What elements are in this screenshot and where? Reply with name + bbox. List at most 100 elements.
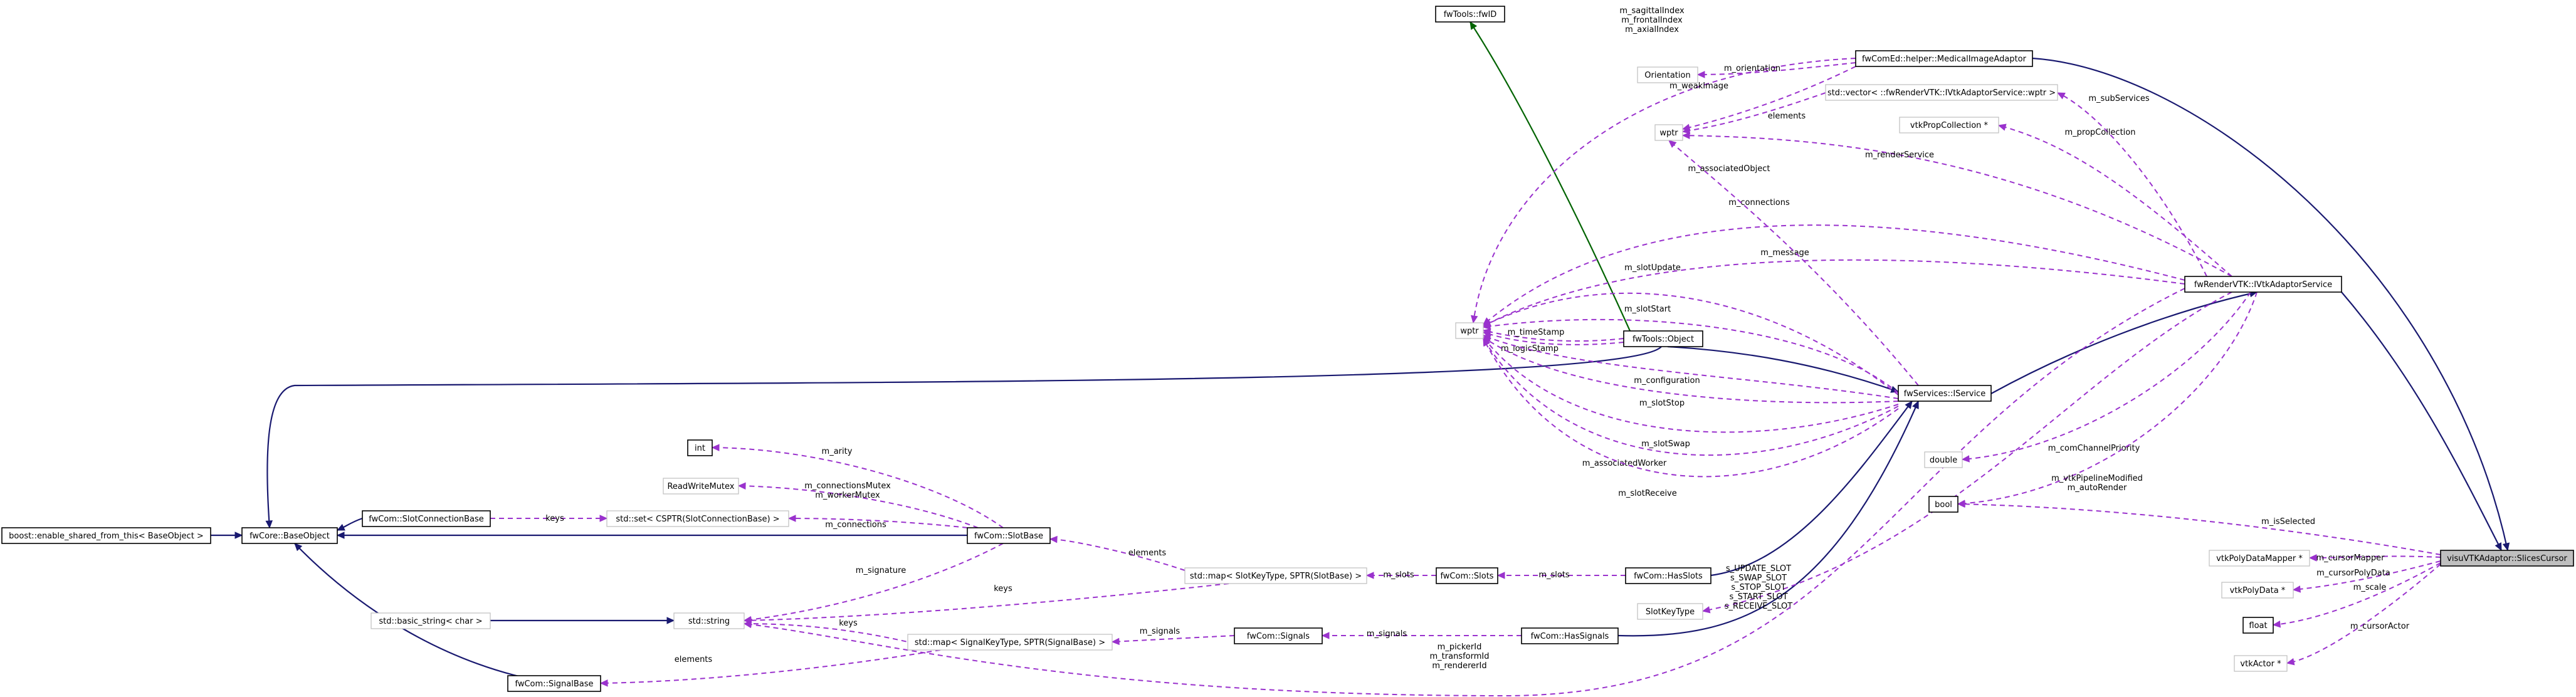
node-enable_shared[interactable]: boost::enable_shared_from_this< BaseObje…: [1, 527, 211, 544]
edge-arrowhead: [1496, 572, 1505, 579]
node-label: vtkPolyData *: [2230, 586, 2286, 595]
node-box: [1924, 451, 1963, 468]
edge-arrowhead: [2308, 554, 2317, 562]
edge-line: [600, 649, 941, 684]
node-Slots[interactable]: fwCom::Slots: [1436, 567, 1498, 584]
node-box: [1637, 66, 1698, 83]
edge-line: [1702, 291, 2232, 612]
node-vtkPolyDataMapper[interactable]: vtkPolyDataMapper *: [2209, 550, 2310, 567]
node-bool[interactable]: bool: [1928, 496, 1958, 513]
edge-wptr2-to-IVtkAdaptorService: m_renderService: [1681, 132, 2232, 277]
edge-wptr2-to-MedicalImageAdaptor: m_weakImage: [1669, 66, 1856, 131]
node-label: fwTools::fwID: [1444, 10, 1497, 19]
edge-arrowhead: [1681, 127, 1691, 134]
node-BaseObject[interactable]: fwCore::BaseObject: [241, 527, 338, 544]
edge-HasSlots-to-IService: [1710, 401, 1913, 577]
edge-label: elements: [675, 655, 713, 664]
edge-arrowhead: [2272, 621, 2281, 628]
node-ReadWriteMutex[interactable]: ReadWriteMutex: [663, 478, 739, 495]
node-SlotConnectionBase[interactable]: fwCom::SlotConnectionBase: [362, 510, 491, 527]
node-vector_svc[interactable]: std::vector< ::fwRenderVTK::IVtkAdaptorS…: [1825, 84, 2058, 101]
edge-label-line: m_rendererId: [1432, 661, 1486, 671]
edge-line: [1957, 503, 2441, 555]
node-vtkPropCollection[interactable]: vtkPropCollection *: [1899, 117, 1999, 134]
node-set_conn[interactable]: std::set< CSPTR(SlotConnectionBase) >: [606, 510, 789, 527]
node-label: fwCom::SlotBase: [974, 532, 1043, 541]
node-vtkPolyData[interactable]: vtkPolyData *: [2221, 582, 2294, 599]
edge-IVtkAdaptorService-to-SlicesCursor: [2341, 291, 2502, 552]
node-IVtkAdaptorService[interactable]: fwRenderVTK::IVtkAdaptorService: [2184, 276, 2342, 293]
node-fwID[interactable]: fwTools::fwID: [1435, 6, 1505, 23]
edge-line: [1667, 345, 1899, 393]
node-map_signal[interactable]: std::map< SignalKeyType, SPTR(SignalBase…: [907, 634, 1113, 651]
node-label: fwCom::HasSlots: [1634, 572, 1703, 581]
edge-arrowhead: [294, 543, 303, 552]
edge-vector_svc-to-IVtkAdaptorService: m_subServices: [2056, 92, 2207, 277]
node-IService[interactable]: fwServices::IService: [1898, 385, 1992, 402]
node-SlotKeyType[interactable]: SlotKeyType: [1637, 603, 1703, 620]
edge-label-line: m_autoRender: [2068, 483, 2127, 493]
edge-line: [2309, 555, 2441, 558]
edge-int-to-SlotBase: m_arity: [711, 444, 1004, 528]
node-box: [1436, 567, 1498, 584]
edge-label: m_isSelected: [2261, 517, 2315, 527]
node-label: std::set< CSPTR(SlotConnectionBase) >: [616, 515, 779, 524]
edge-vtkPolyData-to-SlicesCursor: m_cursorPolyData: [2292, 560, 2441, 593]
edge-label-line: s_SWAP_SLOT: [1730, 574, 1787, 583]
node-int[interactable]: int: [687, 439, 713, 456]
edge-map_slot-to-Slots: m_slots: [1365, 570, 1436, 580]
node-HasSlots[interactable]: fwCom::HasSlots: [1625, 567, 1711, 584]
node-SlotBase[interactable]: fwCom::SlotBase: [967, 527, 1051, 544]
edge-label: elements: [1768, 112, 1806, 121]
node-box: [1898, 385, 1992, 402]
node-label: fwRenderVTK::IVtkAdaptorService: [2194, 280, 2332, 290]
node-float[interactable]: float: [2242, 617, 2274, 634]
edge-line: [1483, 292, 1899, 396]
node-box: [1521, 627, 1619, 644]
node-label: double: [1930, 456, 1957, 465]
node-Signals[interactable]: fwCom::Signals: [1234, 627, 1323, 644]
edge-line: [744, 288, 2185, 697]
node-box: [371, 612, 491, 629]
node-wptr1[interactable]: wptr: [1455, 322, 1484, 339]
node-box: [1, 527, 211, 544]
edge-label-line: m_slotStop: [1639, 399, 1685, 408]
node-label: std::map< SignalKeyType, SPTR(SignalBase…: [915, 638, 1105, 647]
edge-arrowhead: [1483, 317, 1491, 325]
edge-line: [1998, 125, 2232, 277]
edge-label-line: m_orientation: [1724, 64, 1780, 73]
edge-label: m_cursorPolyData: [2316, 569, 2390, 578]
edge-line: [1483, 338, 1899, 478]
edge-line: [744, 623, 941, 651]
node-string[interactable]: std::string: [673, 612, 745, 629]
node-label: boost::enable_shared_from_this< BaseObje…: [9, 532, 204, 541]
edge-arrowhead: [1471, 315, 1478, 324]
node-basic_string[interactable]: std::basic_string< char >: [371, 612, 491, 629]
node-MedicalImageAdaptor[interactable]: fwComEd::helper::MedicalImageAdaptor: [1855, 50, 2033, 67]
edge-label-line: m_renderService: [1865, 150, 1934, 160]
edge-arrowhead: [1957, 500, 1965, 508]
edge-line: [712, 447, 1004, 528]
node-box: [1899, 117, 1999, 134]
node-Orientation[interactable]: Orientation: [1637, 66, 1698, 83]
node-vtkActor[interactable]: vtkActor *: [2234, 655, 2288, 672]
node-HasSignals[interactable]: fwCom::HasSignals: [1521, 627, 1619, 644]
node-wptr2[interactable]: wptr: [1654, 124, 1683, 141]
node-SignalBase[interactable]: fwCom::SignalBase: [507, 675, 601, 692]
edge-wptr1-to-Object: m_timeStamp: [1482, 328, 1624, 342]
node-map_slot[interactable]: std::map< SlotKeyType, SPTR(SlotBase) >: [1184, 567, 1367, 584]
edge-arrowhead: [1696, 71, 1705, 78]
edge-label: m_signals: [1367, 629, 1407, 639]
node-Object[interactable]: fwTools::Object: [1623, 330, 1703, 347]
edge-arrowhead: [2495, 542, 2502, 552]
edge-label: m_slotUpdate: [1624, 263, 1681, 273]
edge-label-line: m_message: [1760, 248, 1809, 258]
edge-line: [1617, 401, 1920, 637]
node-SlicesCursor[interactable]: visuVTKAdaptor::SlicesCursor: [2440, 550, 2574, 567]
node-double[interactable]: double: [1924, 451, 1963, 468]
edge-label-line: m_slots: [1538, 570, 1570, 580]
edge-MedicalImageAdaptor-to-SlicesCursor: [2032, 57, 2510, 552]
edge-arrowhead: [336, 532, 345, 539]
